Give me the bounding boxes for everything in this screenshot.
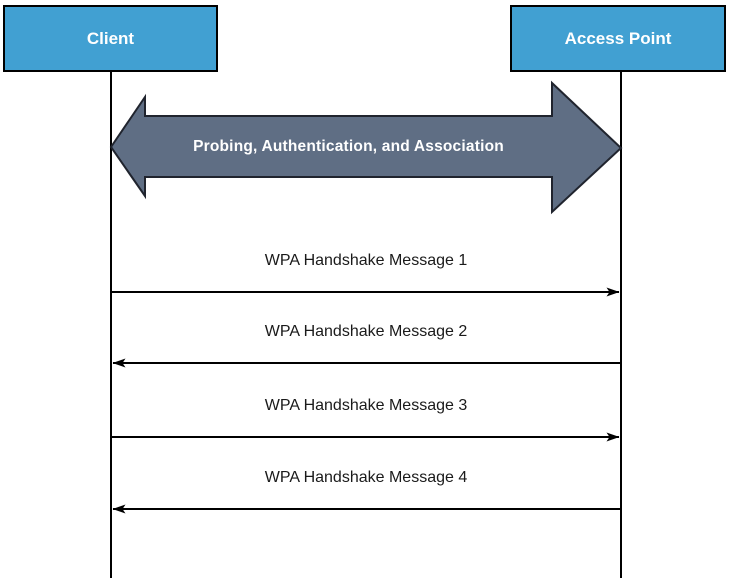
actor-label-access-point: Access Point [564,28,672,48]
actor-label-client: Client [86,28,135,48]
client-lifeline [110,72,112,578]
actor-box-client: Client [3,5,218,72]
access-point-lifeline [620,72,622,578]
phase-double-arrow-icon [109,80,623,215]
actor-box-access-point: Access Point [510,5,726,72]
